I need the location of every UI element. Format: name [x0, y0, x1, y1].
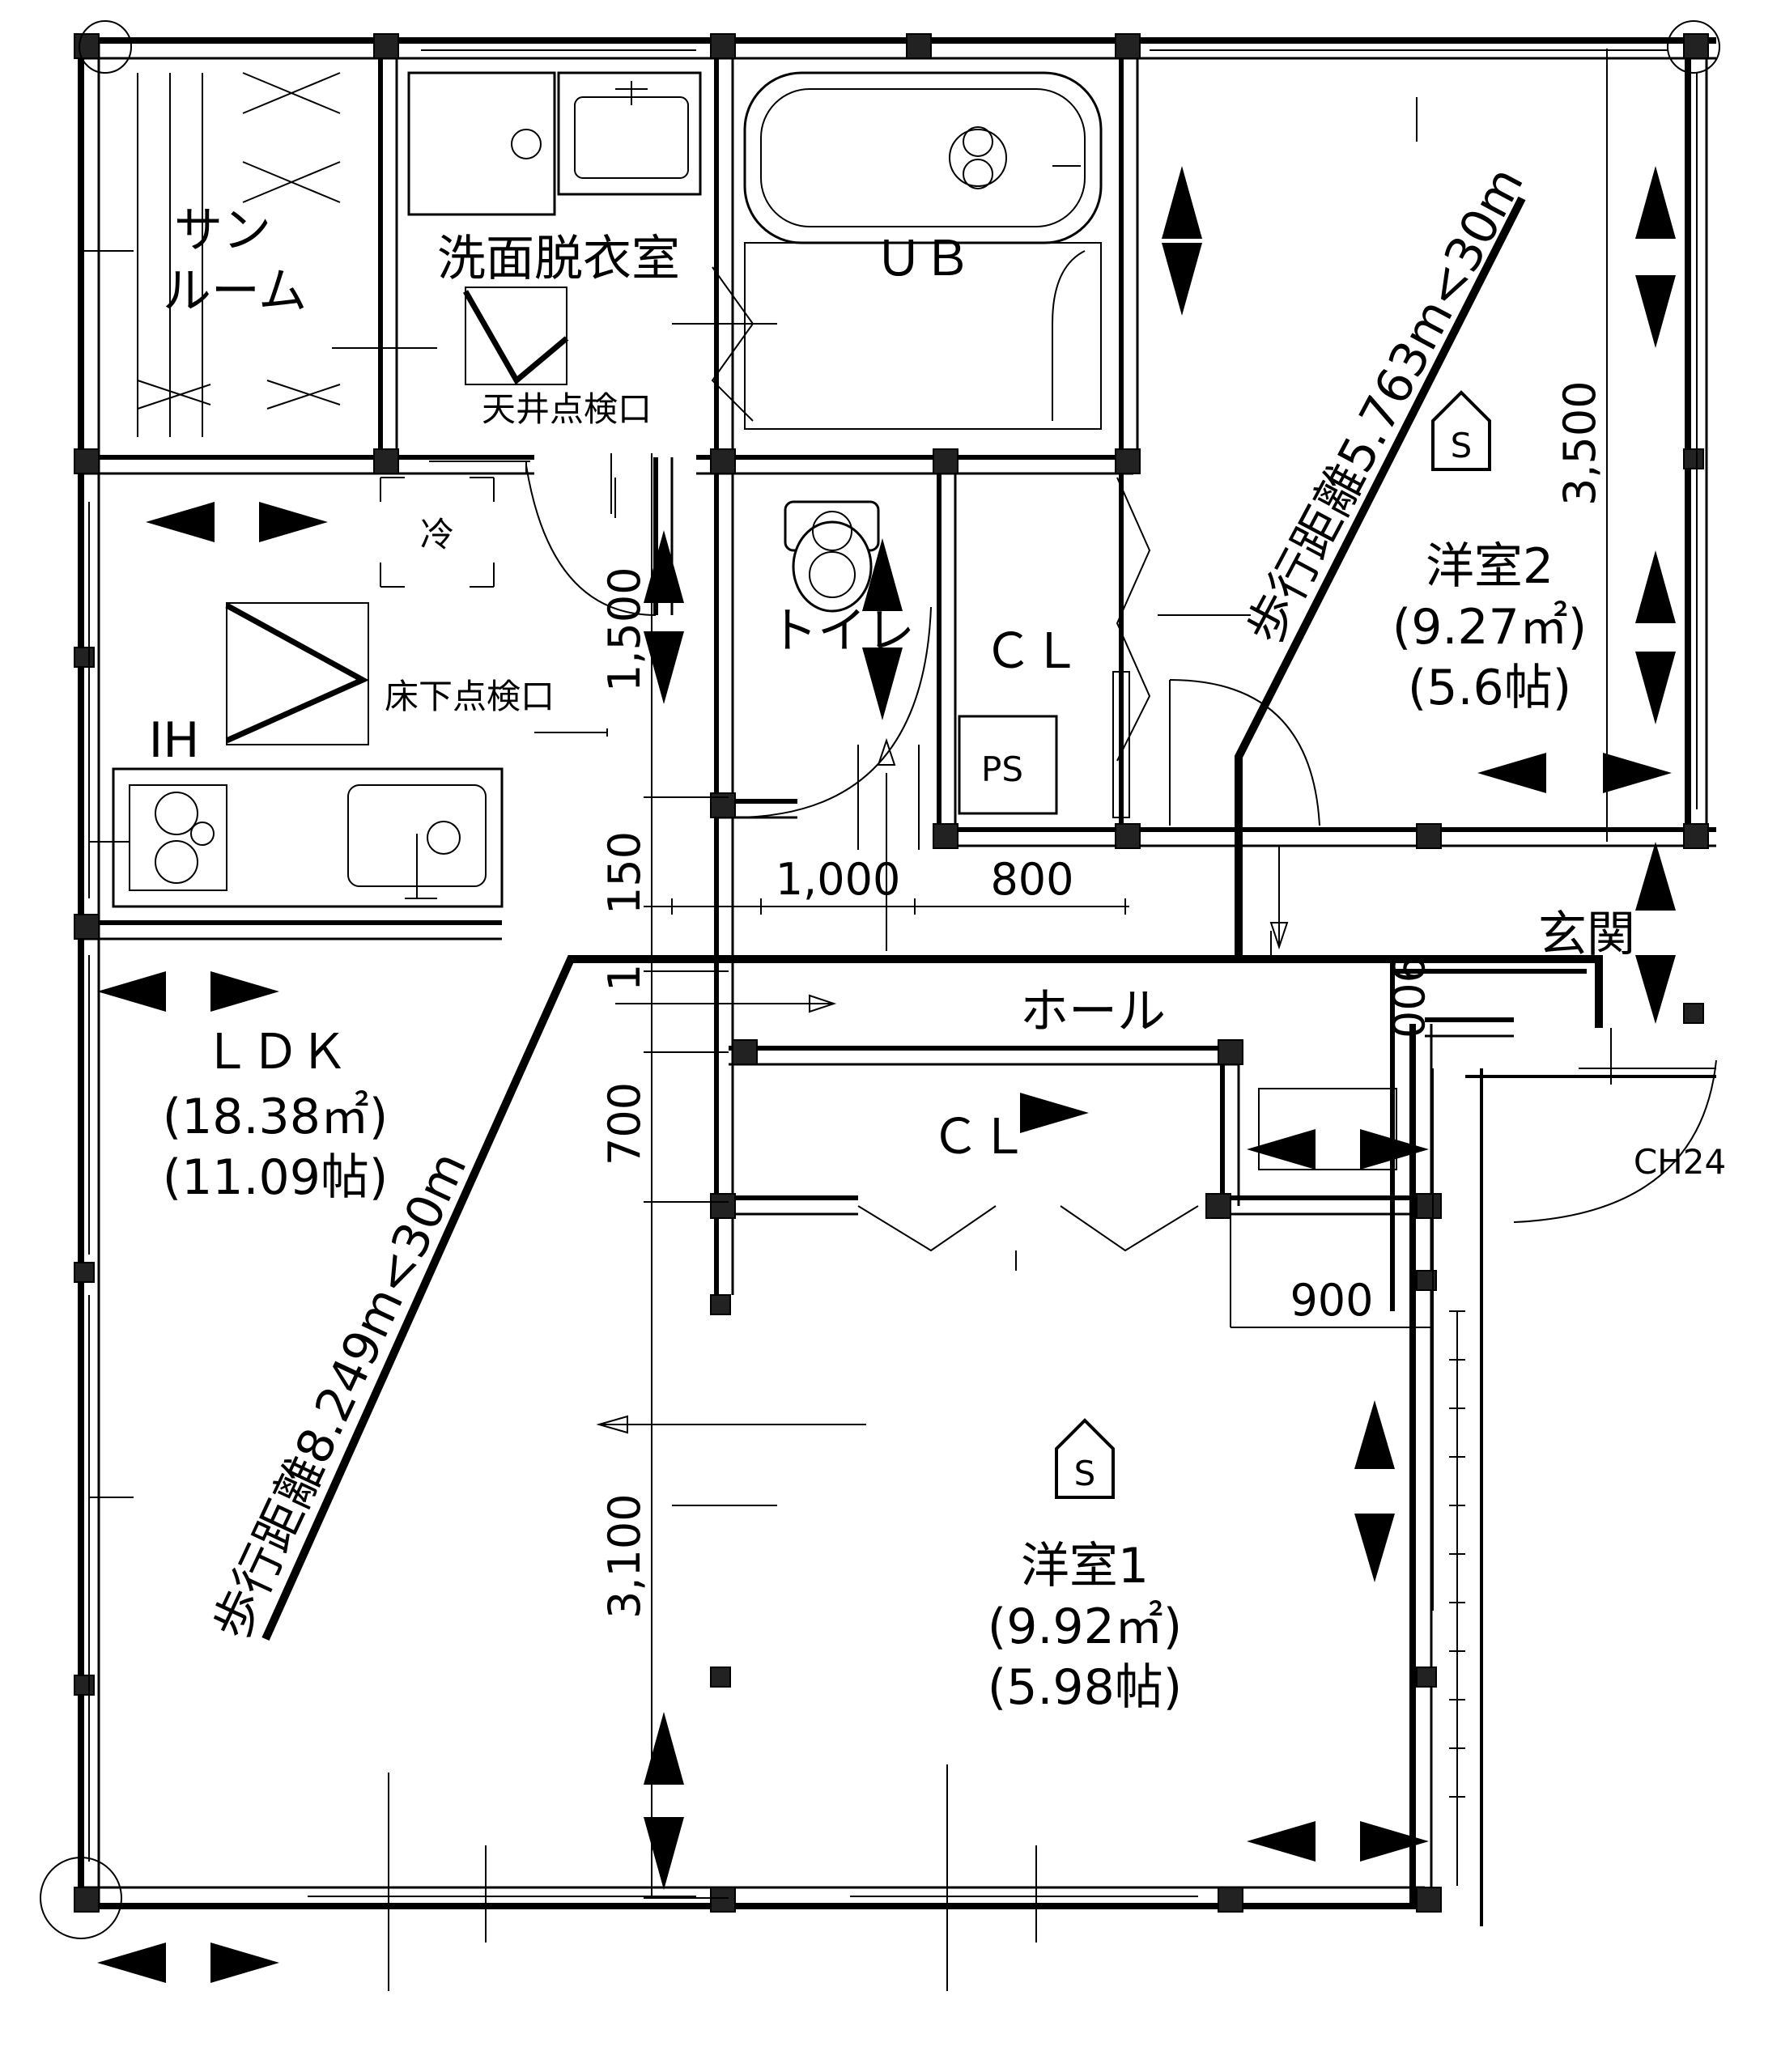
dim-1: 1 [599, 964, 650, 991]
sunroom-label: ルーム [163, 263, 307, 320]
ps-box [958, 715, 1058, 815]
structural-posts [40, 20, 1720, 1939]
entrance-label: 玄関 [1538, 906, 1635, 963]
washroom-label: 洗面脱衣室 [437, 231, 680, 287]
dim-900-vertical: 900 [1382, 955, 1433, 1038]
closet-lower-label: ＣＬ [931, 1109, 1028, 1166]
dim-1500: 1,500 [599, 567, 650, 692]
svg-text:S: S [1451, 426, 1473, 465]
escape-route-lines [261, 196, 1603, 1641]
ceiling-inspection-hatch [465, 287, 567, 385]
ldk-label: ＬＤＫ [202, 1024, 348, 1081]
ldk-area-m2: (18.38㎡) [163, 1089, 389, 1145]
western1-area-jo: (5.98帖) [988, 1659, 1182, 1716]
dim-1000: 1,000 [776, 854, 901, 905]
sunroom-label: サン [174, 202, 271, 259]
western2-area-jo: (5.6帖) [1408, 660, 1571, 716]
dim-700: 700 [599, 1082, 650, 1166]
walls [78, 37, 1716, 1926]
ceiling-inspection-label: 天井点検口 [482, 389, 652, 429]
doors [429, 266, 1717, 1252]
stove [129, 784, 227, 891]
underfloor-inspection-label: 床下点検口 [385, 677, 555, 716]
closet-upper-label: ＣＬ [984, 623, 1081, 680]
smoke-detector-icon: S [1055, 1418, 1115, 1499]
dimension-lines [89, 49, 1612, 1991]
dim-800: 800 [990, 854, 1073, 905]
arrows [97, 166, 1676, 1983]
room-labels: サン ルーム 洗面脱衣室 ＵＢ 天井点検口 トイレ ＣＬ PS 冷 IH 床下点… [149, 202, 1727, 1716]
smoke-detector-icon: S [1431, 390, 1491, 471]
fixtures [112, 71, 1465, 1886]
dim-3500: 3,500 [1554, 380, 1605, 506]
svg-text:S: S [1074, 1454, 1096, 1493]
western1-label: 洋室1 [1021, 1538, 1149, 1594]
western2-area-m2: (9.27㎡) [1392, 599, 1587, 656]
ps-label: PS [981, 749, 1023, 789]
ub-label: ＵＢ [874, 231, 971, 287]
toilet-label: トイレ [769, 603, 915, 660]
wash-basin [557, 71, 702, 196]
dim-900-horizontal: 900 [1290, 1275, 1373, 1326]
hall-label: ホール [1020, 983, 1166, 1040]
windows [88, 49, 1698, 1897]
ldk-escape-distance: 歩行距離8.249m<30m [202, 1144, 478, 1648]
fridge-label: 冷 [420, 515, 454, 554]
bathtub [743, 71, 1103, 244]
dim-150: 150 [599, 831, 650, 915]
washing-machine [407, 71, 556, 216]
ih-label: IH [149, 712, 200, 769]
western2-label: 洋室2 [1426, 538, 1554, 595]
ldk-area-jo: (11.09帖) [163, 1149, 389, 1206]
sunroom-hatch [81, 72, 437, 437]
ceiling-height-label: CH24 [1634, 1142, 1726, 1182]
western1-area-m2: (9.92㎡) [988, 1599, 1182, 1655]
underfloor-inspection-hatch [226, 602, 369, 745]
dim-3100: 3,100 [599, 1493, 650, 1619]
dimension-labels: 1,500 150 1 700 3,100 1,000 800 3,500 90… [599, 380, 1605, 1619]
